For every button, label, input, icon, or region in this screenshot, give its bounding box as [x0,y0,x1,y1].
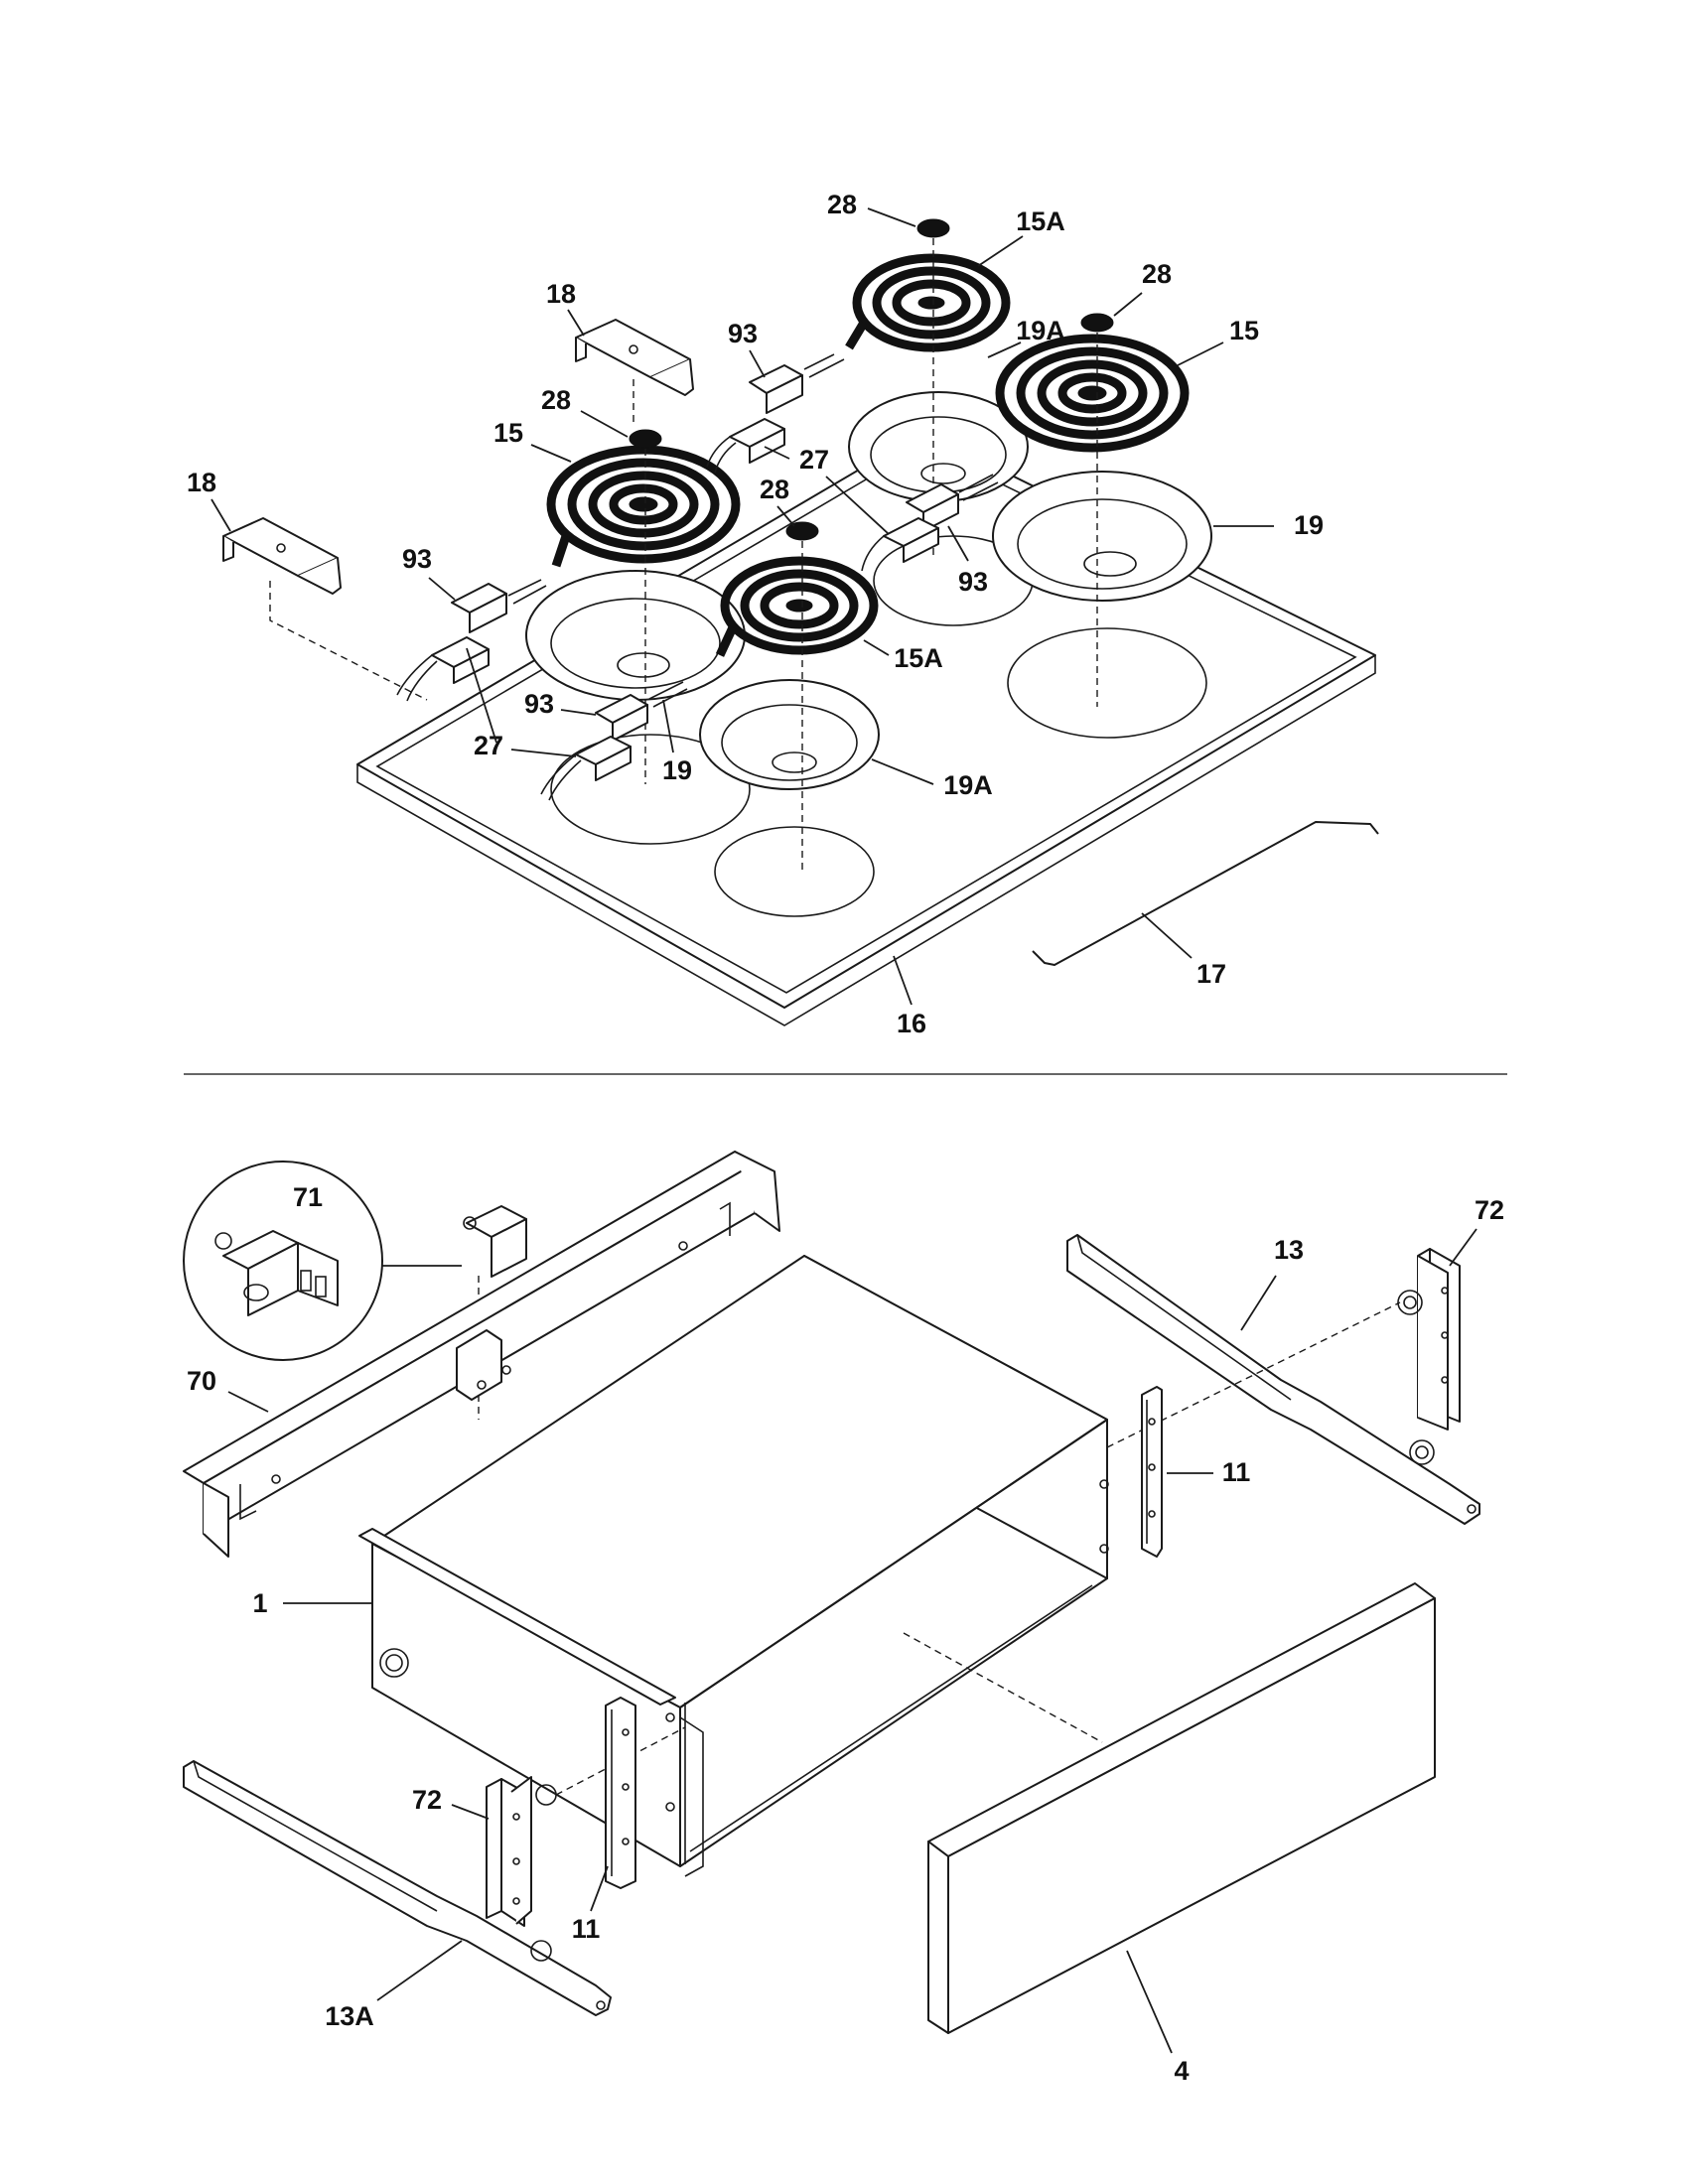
element-support-17 [1032,821,1379,966]
bracket-18-left [222,517,342,595]
callout-label: 15 [493,418,523,448]
bracket-18-top [575,319,694,396]
callout-label: 15A [1016,206,1065,236]
callout-label: 11 [572,1914,601,1944]
trim-cap-28-left [629,429,662,449]
wire-harness-27-front [540,736,632,801]
callout-label: 93 [728,319,758,348]
drawer-section: 71 72 13 70 11 1 72 11 13A 4 [183,1151,1504,2086]
callout-label: 16 [897,1009,926,1038]
drawer-sensor-71 [463,1205,527,1278]
callout-label: 27 [474,731,503,760]
callout-label: 1 [252,1588,267,1618]
callout-label: 13 [1274,1235,1304,1265]
callout-label: 28 [1142,259,1172,289]
bracket-72-right [1397,1248,1461,1431]
callout-label: 4 [1174,2056,1189,2086]
callout-label: 11 [1222,1457,1251,1487]
bracket-11-right [1141,1386,1163,1558]
callout-label: 93 [958,567,988,597]
bracket-11-left [605,1697,636,1889]
drawer-front-4 [927,1582,1436,2034]
callout-label: 19 [1294,510,1324,540]
callout-label: 19A [943,770,993,800]
slide-rail-13 [1066,1234,1480,1525]
callout-label: 71 [293,1182,323,1212]
callout-label: 72 [412,1785,442,1815]
drip-bowl-19a-front [699,679,880,790]
callout-label: 17 [1196,959,1226,989]
callout-label: 93 [402,544,432,574]
callout-label: 93 [524,689,554,719]
wire-harness-27-mid [706,418,785,474]
callout-label: 27 [799,445,829,475]
trim-cap-28-front [785,521,819,541]
wire-harness-27-right [861,517,939,572]
trim-cap-28-right [1080,313,1114,333]
bracket-72-left [486,1776,557,1927]
callout-label: 28 [760,475,789,504]
callout-label: 72 [1475,1195,1504,1225]
callout-label: 70 [187,1366,216,1396]
callout-label: 28 [541,385,571,415]
callout-label: 18 [546,279,576,309]
drip-bowl-19-right [992,471,1212,602]
receptacle-block-93-top [749,353,845,414]
cooktop-section: 28 15A 28 19A 15 18 93 28 15 27 28 18 19… [187,190,1379,1038]
drawer-body-1 [358,1255,1109,1877]
callout-label: 18 [187,468,216,497]
trim-cap-28-rear [916,218,950,238]
wire-harness-27-left [396,636,490,702]
surface-element-15a-rear [845,253,1011,352]
drip-bowl-19-left [525,570,746,701]
callout-label: 15A [894,643,943,673]
surface-element-15-left [546,445,741,568]
receptacle-block-93-front [595,681,688,742]
callout-label: 28 [827,190,857,219]
slide-rail-13a [183,1760,612,2016]
callout-label: 13A [325,2001,374,2031]
callout-label: 15 [1229,316,1259,345]
callout-label: 19 [662,755,692,785]
surface-element-15a-front [715,556,879,657]
detail-circle-71 [183,1160,383,1361]
receptacle-block-93-left [451,579,547,633]
callout-label: 19A [1016,316,1065,345]
rear-rail-70 [183,1151,780,1558]
surface-element-15-right [995,334,1190,453]
